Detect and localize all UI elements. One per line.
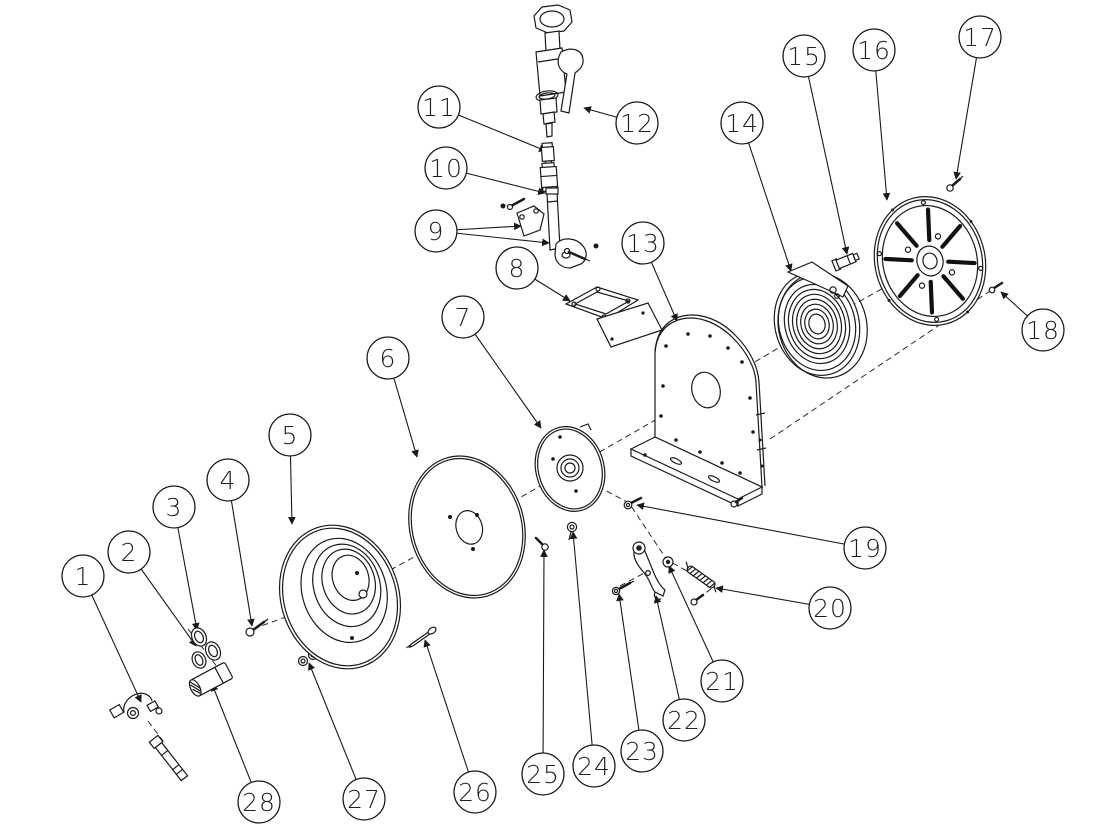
svg-text:15: 15 (787, 42, 821, 71)
svg-text:12: 12 (620, 109, 654, 138)
callout-balloon-15: 15 (782, 34, 826, 78)
part-frame-bracket (629, 314, 767, 508)
part-set-screw-17 (946, 175, 964, 192)
svg-text:6: 6 (380, 344, 397, 373)
svg-text:7: 7 (455, 303, 472, 332)
callout-balloon-14: 14 (720, 101, 764, 145)
part-swivel-arm-assembly (500, 187, 599, 269)
svg-text:5: 5 (282, 421, 299, 450)
callout-balloon-8: 8 (495, 246, 539, 290)
svg-text:23: 23 (625, 737, 659, 766)
part-screw-25 (534, 536, 549, 551)
svg-text:2: 2 (121, 538, 138, 567)
part-drive-fitting (831, 252, 860, 272)
part-pivot-bushing (662, 556, 674, 568)
callout-balloon-3: 3 (152, 485, 196, 529)
callout-balloon-21: 21 (700, 659, 744, 703)
frame-holes (643, 332, 764, 475)
callouts: 1 2 3 4 5 6 7 8 9 10 11 12 13 14 15 (61, 15, 1065, 824)
part-hose-stem (148, 734, 189, 782)
svg-text:20: 20 (813, 594, 847, 623)
callout-balloon-17: 17 (958, 15, 1002, 59)
callout-balloon-4: 4 (206, 458, 250, 502)
svg-text:11: 11 (422, 93, 456, 122)
callout-balloon-13: 13 (621, 221, 665, 265)
part-set-screw-4 (245, 618, 269, 637)
parts (108, 4, 1004, 782)
svg-text:16: 16 (857, 36, 891, 65)
callout-leader-lines (82, 36, 1044, 803)
part-axle-spacer (188, 662, 233, 697)
callout-balloon-25: 25 (521, 752, 565, 796)
svg-text:19: 19 (848, 534, 882, 563)
part-screw-23 (611, 580, 635, 596)
callout-balloon-10: 10 (424, 146, 468, 190)
svg-text:10: 10 (429, 154, 463, 183)
part-ratchet-pawl (632, 541, 666, 600)
svg-text:21: 21 (705, 667, 739, 696)
part-grommet (566, 521, 578, 541)
svg-text:8: 8 (509, 254, 526, 283)
svg-text:9: 9 (428, 217, 445, 246)
part-latch-spring (685, 561, 717, 606)
callout-balloon-18: 18 (1021, 308, 1065, 352)
svg-text:13: 13 (626, 229, 660, 258)
svg-text:24: 24 (577, 752, 611, 781)
callout-balloon-27: 27 (342, 777, 386, 821)
callout-balloon-5: 5 (268, 413, 312, 457)
callout-balloon-1: 1 (61, 554, 105, 598)
callout-balloon-23: 23 (620, 729, 664, 773)
part-spoked-disc (873, 196, 987, 326)
svg-text:3: 3 (166, 493, 183, 522)
callout-balloon-12: 12 (615, 101, 659, 145)
svg-text:1: 1 (75, 562, 92, 591)
part-reel-drum (278, 524, 402, 670)
callout-balloon-9: 9 (414, 209, 458, 253)
part-outlet-bracket (564, 286, 663, 348)
svg-text:28: 28 (242, 788, 276, 817)
part-o-rings (190, 627, 222, 669)
svg-text:25: 25 (526, 760, 560, 789)
part-spring-canister (773, 261, 868, 379)
callout-balloon-16: 16 (852, 28, 896, 72)
svg-text:26: 26 (458, 778, 492, 807)
callout-balloon-2: 2 (107, 530, 151, 574)
svg-text:14: 14 (725, 109, 759, 138)
svg-text:27: 27 (347, 785, 381, 814)
svg-text:4: 4 (220, 466, 237, 495)
callout-balloon-28: 28 (237, 780, 281, 824)
svg-text:22: 22 (667, 706, 701, 735)
svg-text:17: 17 (963, 23, 997, 52)
callout-balloon-11: 11 (417, 85, 461, 129)
callout-balloon-24: 24 (572, 744, 616, 788)
part-swivel-cylinder (539, 161, 559, 193)
callout-balloon-7: 7 (441, 295, 485, 339)
callout-balloon-6: 6 (366, 336, 410, 380)
part-plain-disc (408, 455, 526, 599)
callout-balloon-26: 26 (453, 770, 497, 814)
svg-text:18: 18 (1026, 316, 1060, 345)
part-screw-19 (623, 496, 643, 510)
part-cotter-pin (408, 626, 437, 649)
part-bearing-disc (534, 423, 606, 512)
callout-balloon-22: 22 (662, 698, 706, 742)
part-inlet-clamp (108, 692, 189, 782)
callout-balloon-20: 20 (808, 586, 852, 630)
part-screw-18 (988, 281, 1004, 294)
part-spray-valve (533, 4, 584, 138)
callout-balloon-19: 19 (843, 526, 887, 570)
